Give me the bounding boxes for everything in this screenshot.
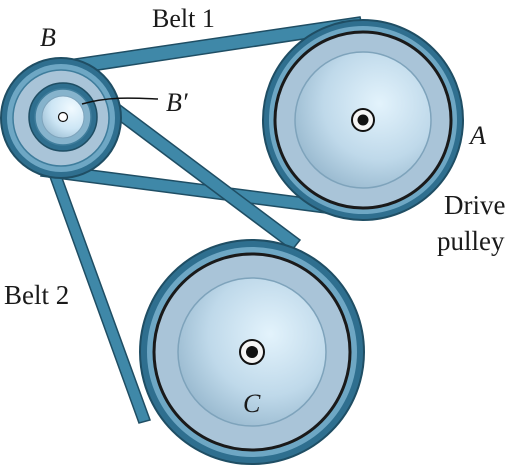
pulley-b-label: B bbox=[40, 23, 56, 52]
pulley-c-axle bbox=[246, 346, 258, 358]
drive-pulley-label-line2: pulley bbox=[437, 226, 505, 256]
pulley-c bbox=[139, 239, 365, 465]
pulley-c-label: C bbox=[243, 389, 261, 418]
pulley-b-axle bbox=[57, 111, 69, 123]
belt-2-label: Belt 2 bbox=[4, 280, 69, 310]
pulley-b-prime-label: B′ bbox=[166, 88, 188, 117]
pulley-a-label: A bbox=[468, 121, 486, 150]
belt-1-label: Belt 1 bbox=[152, 4, 215, 33]
drive-pulley-label-line1: Drive bbox=[444, 190, 505, 220]
b-prime-leader-line bbox=[81, 97, 159, 105]
pulley-a bbox=[262, 19, 464, 221]
pulley-b-prime bbox=[28, 82, 98, 152]
pulley-a-axle bbox=[357, 114, 369, 126]
